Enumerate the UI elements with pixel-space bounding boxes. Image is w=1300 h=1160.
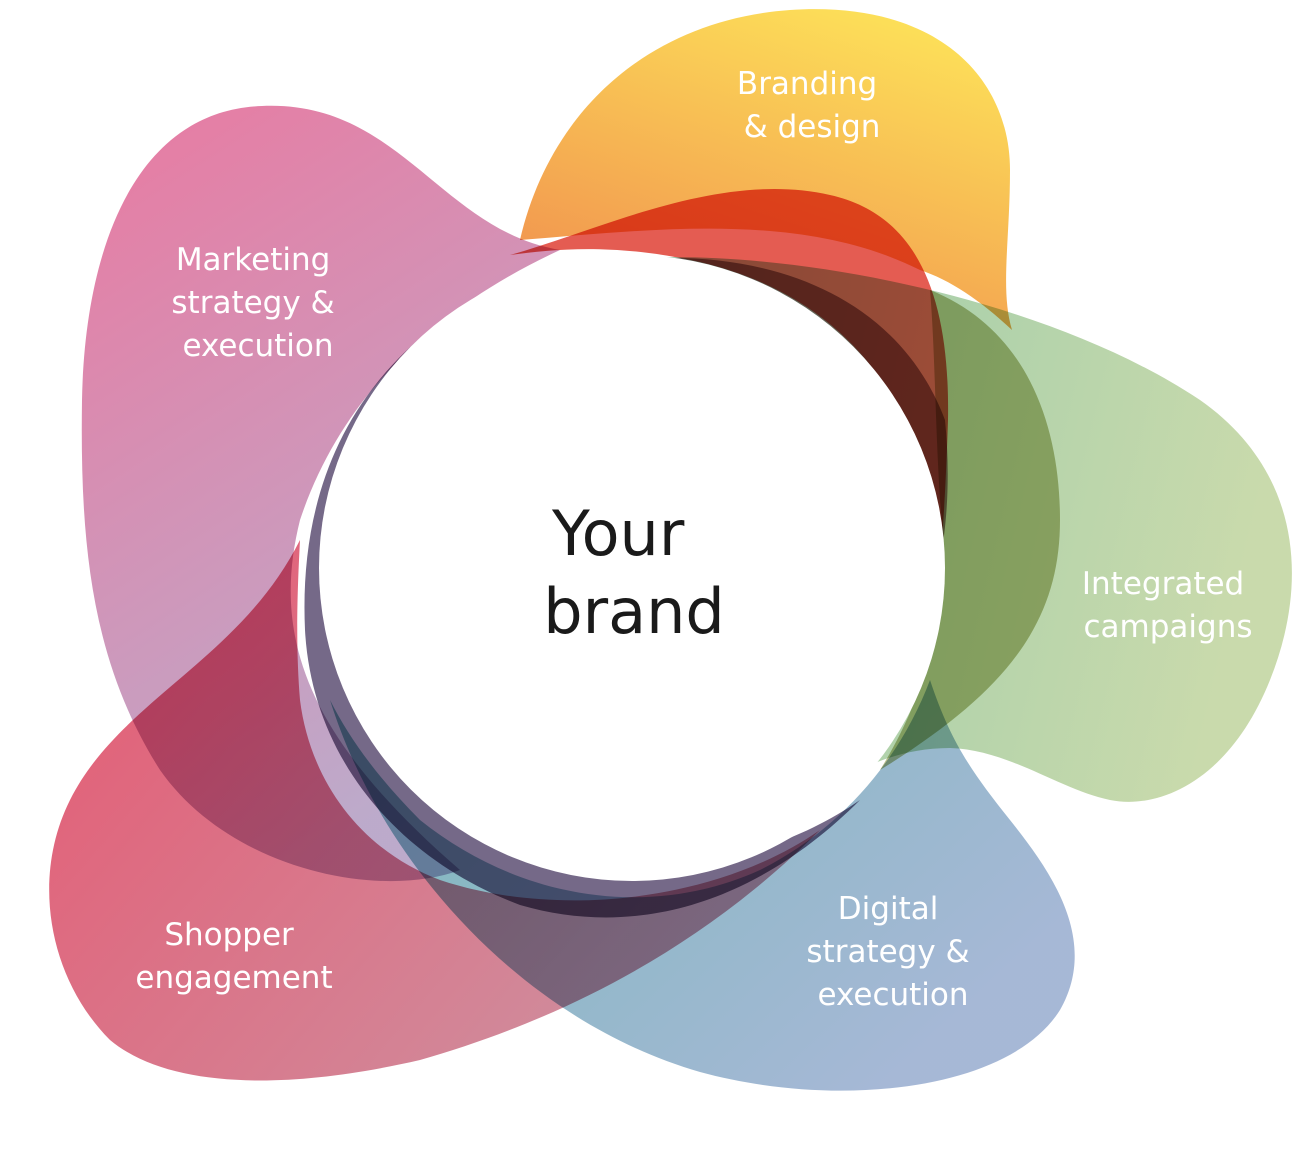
label-line: Digital bbox=[838, 891, 939, 927]
center-label-line: Your bbox=[551, 497, 685, 570]
center-label-line: brand bbox=[543, 575, 725, 648]
petal-dark-top-band bbox=[660, 257, 948, 560]
petal-digital bbox=[330, 680, 1075, 1091]
label-line: Branding bbox=[737, 66, 877, 102]
label-marketing: Marketing strategy & execution bbox=[171, 242, 344, 364]
label-line: Marketing bbox=[176, 242, 331, 278]
label-line: strategy & bbox=[806, 934, 969, 970]
label-line: Shopper bbox=[164, 917, 294, 953]
label-line: Integrated bbox=[1082, 566, 1244, 602]
label-integrated: Integrated campaigns bbox=[1082, 566, 1254, 645]
label-shopper: Shopper engagement bbox=[135, 917, 332, 996]
label-branding: Branding & design bbox=[737, 66, 887, 145]
label-line: engagement bbox=[135, 960, 332, 996]
label-line: execution bbox=[817, 977, 968, 1013]
label-line: execution bbox=[182, 328, 333, 364]
petal-olive-band bbox=[880, 290, 1060, 770]
label-line: campaigns bbox=[1083, 609, 1252, 645]
petals bbox=[49, 9, 1292, 1091]
petal-shopper bbox=[49, 540, 820, 1081]
label-line: & design bbox=[744, 109, 881, 145]
center-label: Your brand bbox=[543, 497, 725, 648]
label-line: strategy & bbox=[171, 285, 334, 321]
center-circle bbox=[319, 255, 945, 881]
label-digital: Digital strategy & execution bbox=[806, 891, 979, 1013]
